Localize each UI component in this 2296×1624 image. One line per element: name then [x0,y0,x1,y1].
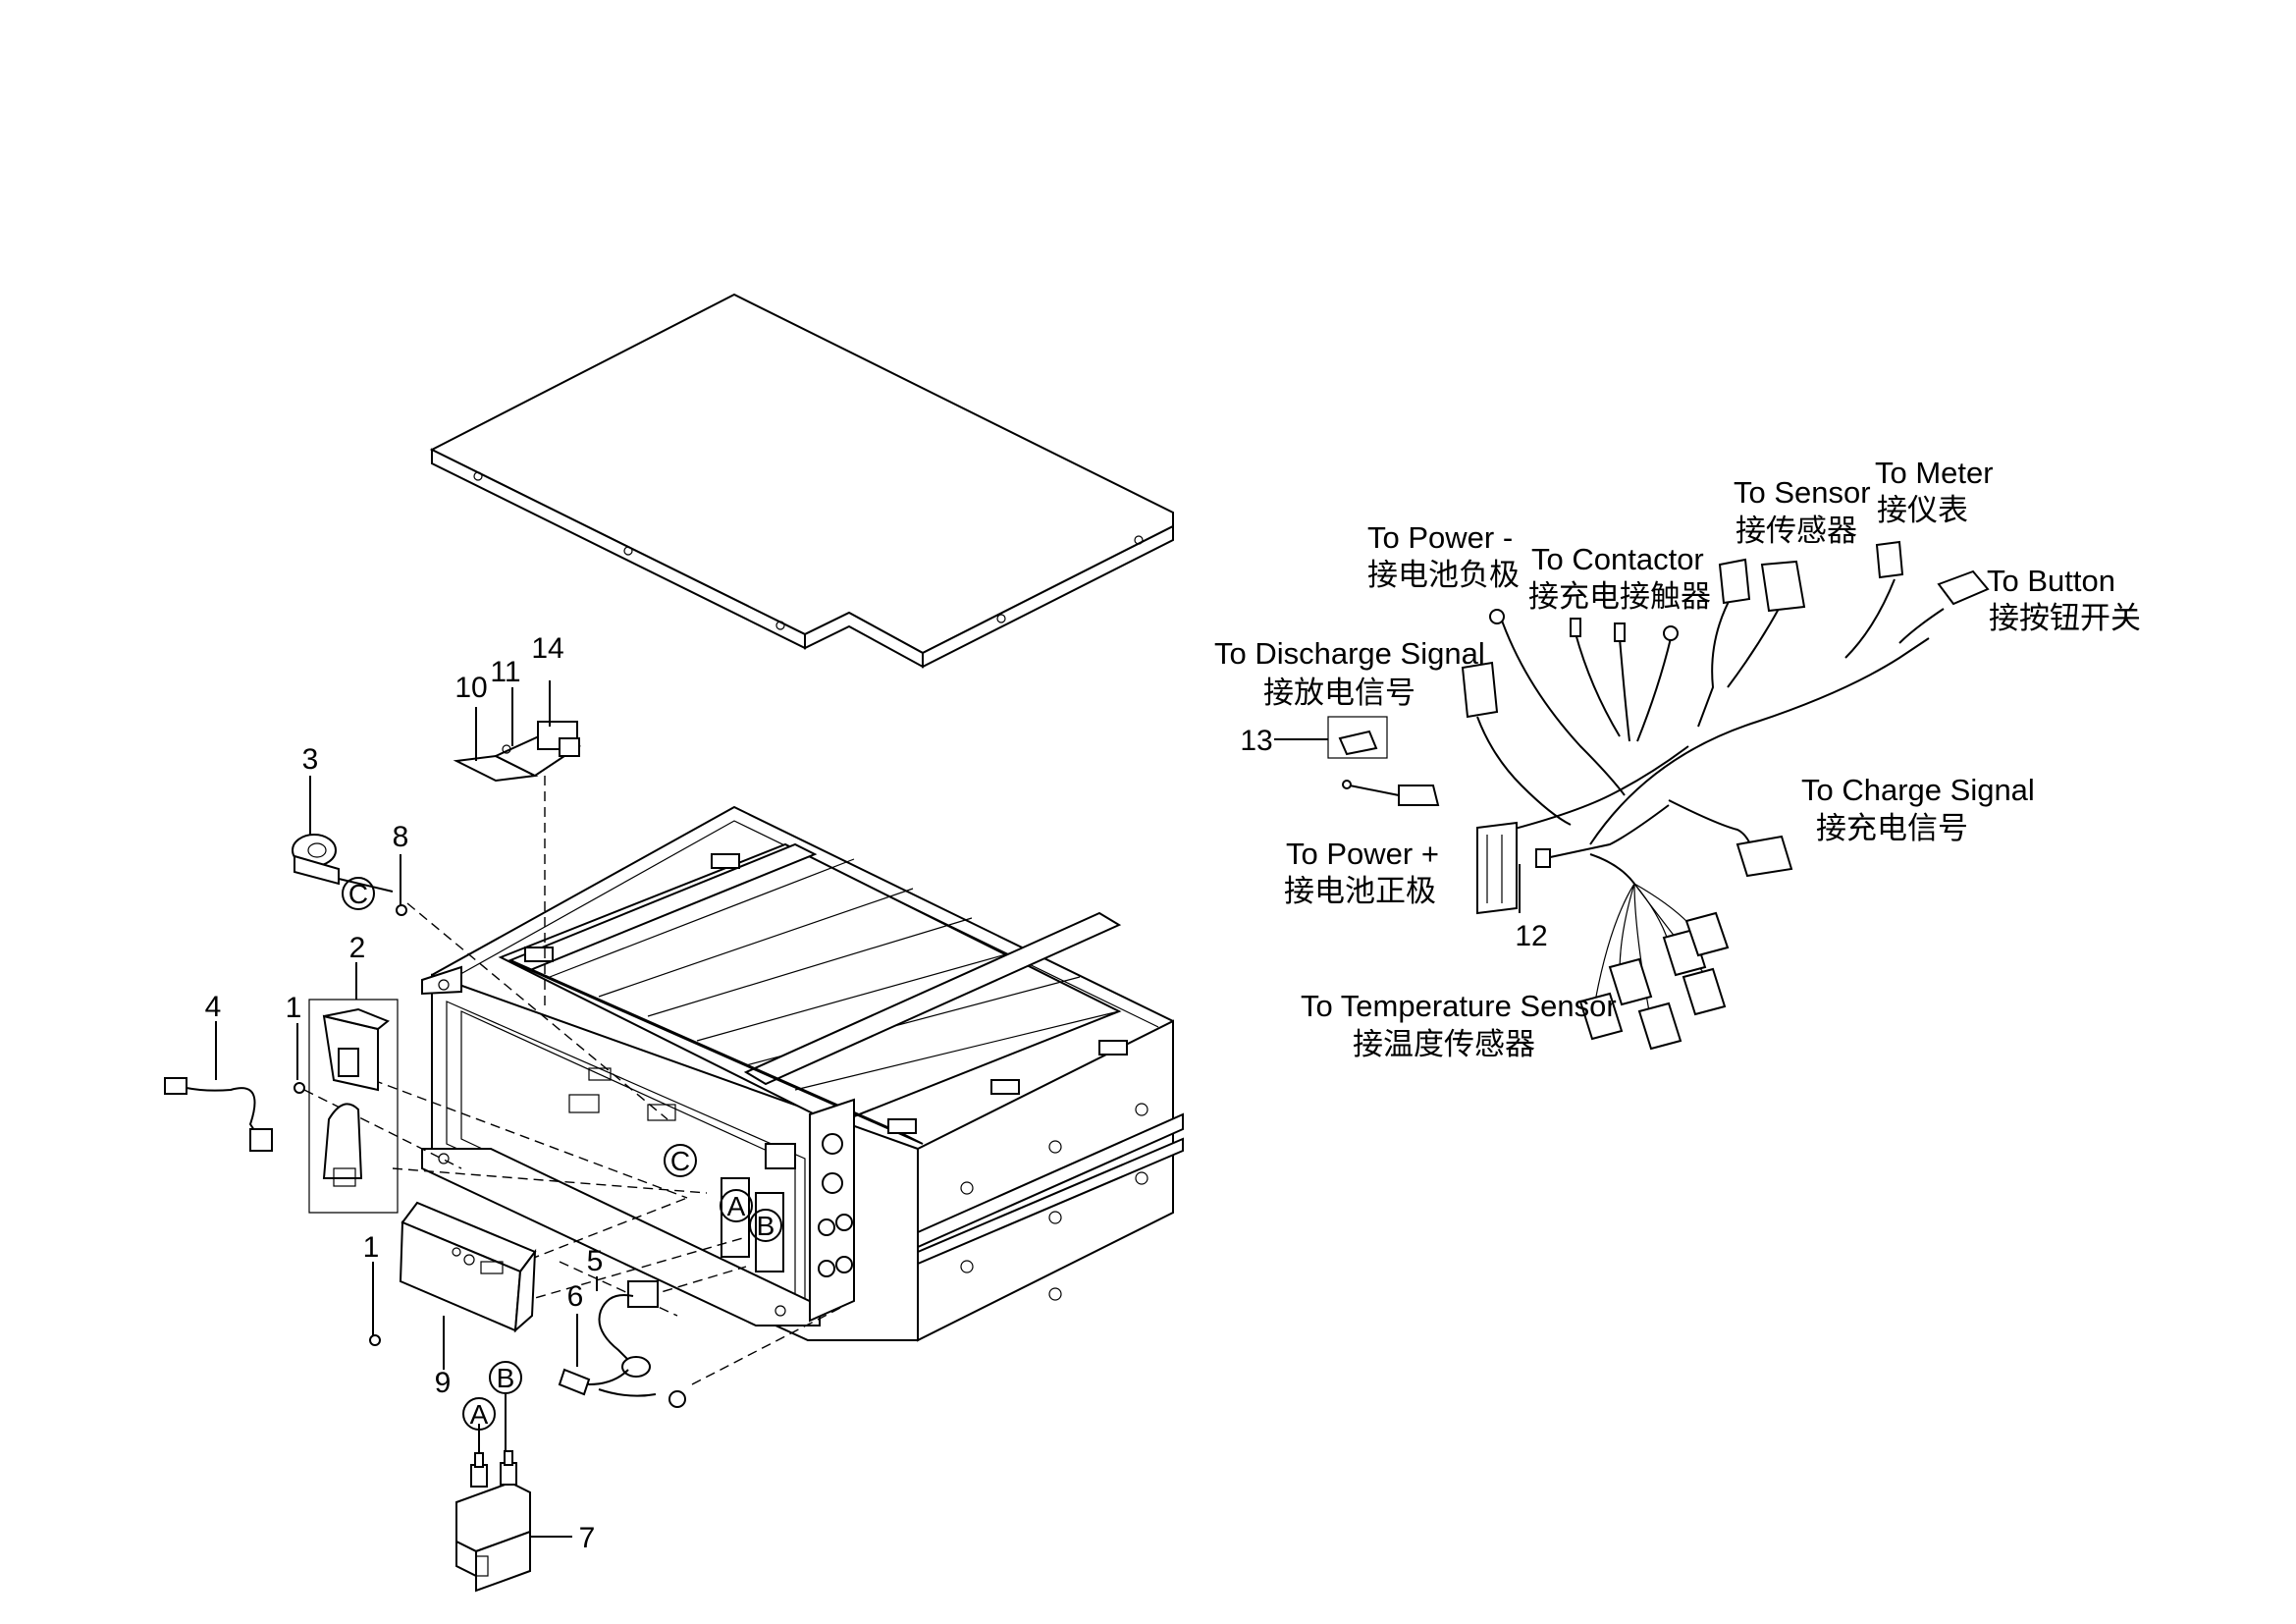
label-temperature-en: To Temperature Sensor [1301,989,1617,1023]
part-number-2: 2 [349,932,366,964]
label-power-neg-cn: 接电池负极 [1367,558,1520,592]
current-sensor [292,776,407,916]
callout-c-box-label: C [670,1146,690,1176]
callout-c-label: C [348,879,368,909]
battery-box-lid [429,293,1174,669]
part-numbers: 3 8 10 11 14 2 4 1 1 9 5 6 7 13 12 [205,632,1548,1554]
part-number-4: 4 [205,991,222,1023]
label-discharge-en: To Discharge Signal [1214,636,1485,671]
part-number-12: 12 [1515,920,1547,952]
part-number-6: 6 [567,1280,584,1313]
battery-box [421,805,1184,1342]
label-charge-cn: 接充电信号 [1816,811,1968,845]
harness-labels: To Power - 接电池负极 To Contactor 接充电接触器 To … [1214,456,2141,1061]
part-number-9: 9 [435,1367,452,1399]
callout-b-label: B [497,1363,515,1393]
label-button-en: To Button [1987,564,2115,598]
label-meter-cn: 接仪表 [1877,493,1968,527]
label-power-pos-cn: 接电池正极 [1284,874,1436,908]
callout-b-box-label: B [757,1211,775,1241]
part-number-14: 14 [531,632,563,665]
part-number-1-upper: 1 [286,992,302,1024]
signal-cable [164,1021,273,1152]
part-number-3: 3 [302,743,319,776]
label-power-neg-en: To Power - [1367,520,1513,555]
bms-module [369,1201,537,1370]
label-sensor-en: To Sensor [1734,475,1871,510]
callout-circles: C C A B A B [342,877,782,1431]
label-contactor-en: To Contactor [1531,542,1704,576]
label-button-cn: 接按钮开关 [1989,601,2141,635]
label-discharge-cn: 接放电信号 [1263,676,1415,710]
wiring-harness [1274,540,1990,1051]
display-controller [294,962,399,1214]
bracket-assembly [453,680,581,783]
charge-connector-cable [558,1276,686,1408]
callout-a-label: A [470,1399,489,1430]
part-number-7: 7 [579,1522,596,1554]
label-sensor-cn: 接传感器 [1735,514,1857,548]
part-number-5: 5 [587,1245,604,1277]
label-charge-en: To Charge Signal [1801,773,2035,807]
part-number-8: 8 [393,821,409,853]
part-number-10: 10 [454,672,487,704]
label-contactor-cn: 接充电接触器 [1528,579,1711,614]
part-number-11: 11 [490,656,520,688]
label-meter-en: To Meter [1875,456,1994,490]
part-number-1-lower: 1 [363,1231,380,1264]
callout-a-box-label: A [727,1191,746,1221]
label-temperature-cn: 接温度传感器 [1353,1027,1535,1061]
label-power-pos-en: To Power + [1286,837,1439,871]
part-number-13: 13 [1240,725,1272,757]
